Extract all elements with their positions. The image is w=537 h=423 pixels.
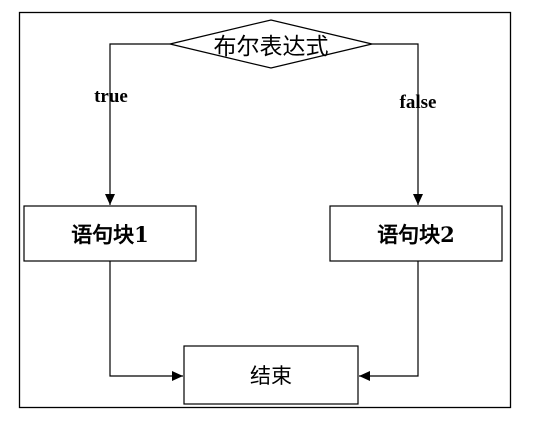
condition-label: 布尔表达式	[213, 34, 329, 60]
block2-to-end-connector	[359, 261, 419, 381]
block2-label: 语句块2	[377, 221, 455, 247]
block1-to-end-connector	[109, 261, 183, 381]
true-branch-connector	[105, 43, 170, 205]
false-branch-connector	[372, 43, 423, 205]
end-label: 结束	[250, 364, 292, 388]
block2-box	[329, 205, 503, 262]
false-label: false	[399, 92, 437, 113]
outer-frame	[18, 11, 512, 409]
true-label: true	[94, 86, 128, 107]
end-box	[183, 345, 359, 405]
block1-label: 语句块1	[71, 221, 149, 247]
